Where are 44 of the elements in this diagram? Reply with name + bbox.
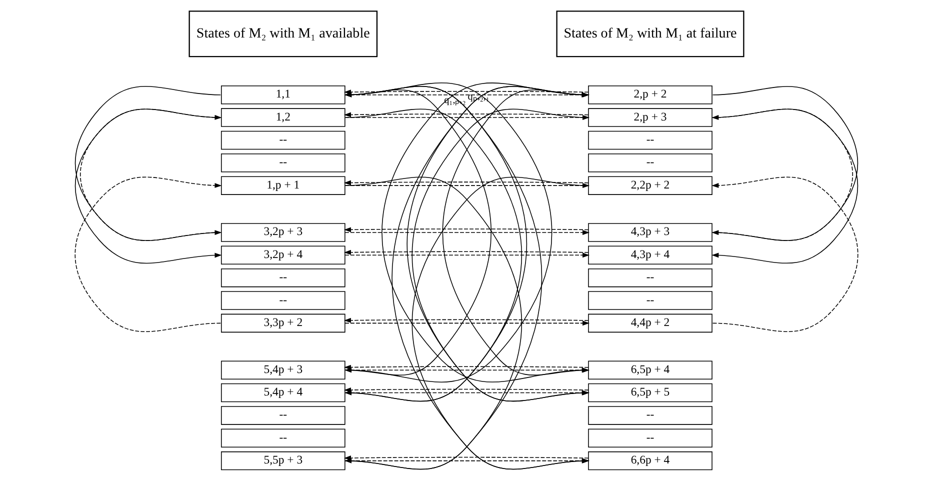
node-box: States of M₂ with M₁ available (188, 10, 378, 58)
node-box: -- (220, 154, 346, 172)
arrow (344, 252, 590, 258)
node-box: -- (588, 291, 712, 310)
node-box: 2,2p + 2 (588, 176, 712, 195)
node-box: 5,4p + 3 (220, 360, 346, 380)
arrow (344, 230, 590, 235)
node-box: -- (588, 154, 712, 172)
arrow (344, 364, 589, 370)
node-box: 6,5p + 5 (588, 383, 712, 402)
node-box: 3,2p + 3 (220, 223, 346, 242)
node-box: States of M₂ with M₁ at failure (556, 10, 744, 58)
node-box: -- (588, 130, 712, 150)
node-box: 1,2 (220, 108, 346, 127)
node-box: 4,4p + 2 (588, 314, 712, 333)
arrow (344, 227, 589, 232)
arrow (344, 90, 589, 95)
node-box: -- (588, 428, 712, 448)
arrow (344, 250, 589, 255)
node-box: 5,5p + 3 (220, 451, 346, 470)
node-box: 5,4p + 4 (220, 383, 346, 402)
node-box: 2,p + 2 (588, 86, 712, 104)
arrow (344, 320, 590, 326)
arrow (344, 456, 589, 460)
arrow (344, 180, 589, 186)
node-box: 6,6p + 4 (588, 451, 712, 470)
arrow (344, 388, 589, 392)
node-box: 6,5p + 4 (588, 360, 712, 380)
arrow (344, 112, 589, 118)
node-box: 3,2p + 4 (220, 246, 346, 265)
node-box: 2,p + 3 (588, 108, 712, 127)
node-box: 4,3p + 3 (588, 223, 712, 242)
node-box: -- (220, 268, 346, 288)
node-box: 3,3p + 2 (220, 314, 346, 333)
node-box: -- (220, 291, 346, 310)
node-box: -- (220, 130, 346, 150)
node-box: -- (588, 268, 712, 288)
node-box: 4,3p + 4 (588, 246, 712, 265)
node-box: 1,p + 1 (220, 176, 346, 195)
node-box: 1,1 (220, 86, 346, 104)
node-box: -- (220, 406, 346, 425)
arrow (344, 318, 589, 323)
node-box: -- (588, 406, 712, 425)
node-box: -- (220, 428, 346, 448)
